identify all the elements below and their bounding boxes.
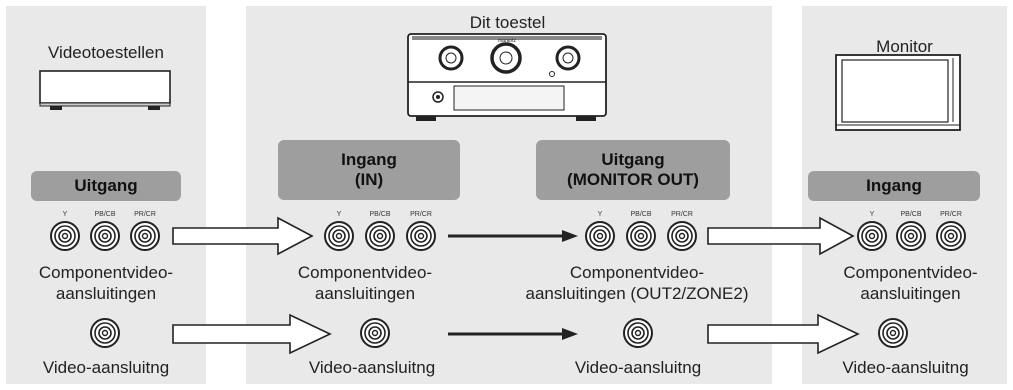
jack (585, 221, 615, 251)
receiver-in-component-jacks (324, 221, 436, 251)
jack (667, 221, 697, 251)
jack (324, 221, 354, 251)
monitor-component-label: Componentvideo- aansluitingen (843, 263, 978, 303)
jack (896, 221, 926, 251)
monitor-input-header: Ingang (808, 171, 980, 201)
component-arrow-source-to-receiver (172, 216, 314, 256)
source-component-label: Componentvideo- aansluitingen (38, 263, 174, 303)
video-arrow-source-to-receiver (172, 313, 332, 355)
jack (626, 221, 656, 251)
internal-component-signal-arrow (448, 230, 578, 242)
source-device-icon (39, 70, 171, 110)
monitor-video-jack (878, 318, 908, 348)
jack (936, 221, 966, 251)
receiver-device-label: Dit toestel (469, 13, 546, 32)
source-output-header: Uitgang (31, 171, 181, 201)
receiver-out-component-jacks (585, 221, 697, 251)
jack (50, 221, 80, 251)
receiver-input-header: Ingang (IN) (278, 140, 460, 200)
jack (857, 221, 887, 251)
component-arrow-receiver-to-monitor (707, 216, 855, 256)
jack-tag-pb: PB/CB (369, 211, 391, 218)
jack (406, 221, 436, 251)
receiver-out-video-jack (623, 318, 653, 348)
jack-tag-pr: PR/CR (671, 211, 693, 218)
monitor-device-icon (835, 54, 961, 131)
monitor-device-label: Monitor (876, 37, 933, 56)
jack-tag-pr: PR/CR (134, 211, 156, 218)
receiver-in-video-jack (360, 318, 390, 348)
jack-tag-pb: PB/CB (94, 211, 116, 218)
jack-tag-y: Y (336, 211, 342, 218)
jack (130, 221, 160, 251)
receiver-in-component-label: Componentvideo- aansluitingen (297, 263, 433, 303)
jack-tag-pb: PB/CB (900, 211, 922, 218)
jack (365, 221, 395, 251)
receiver-output-header: Uitgang (MONITOR OUT) (536, 140, 730, 200)
source-component-jacks (50, 221, 160, 251)
receiver-out-video-label: Video-aansluitng (574, 358, 702, 377)
video-arrow-receiver-to-monitor (707, 313, 860, 355)
receiver-device-icon (407, 33, 607, 121)
monitor-video-label: Video-aansluitng (842, 358, 969, 377)
source-device-label: Videotoestellen (48, 43, 164, 62)
jack-tag-y: Y (869, 211, 875, 218)
monitor-component-jacks (857, 221, 966, 251)
brand-logo: marantz (498, 38, 517, 44)
jack (90, 221, 120, 251)
jack-tag-pr: PR/CR (940, 211, 962, 218)
jack-tag-y: Y (597, 211, 603, 218)
jack-tag-y: Y (62, 211, 68, 218)
receiver-in-video-label: Video-aansluitng (308, 358, 436, 377)
receiver-out-component-label: Componentvideo- aansluitingen (OUT2/ZONE… (525, 263, 749, 303)
jack-tag-pb: PB/CB (630, 211, 652, 218)
internal-video-signal-arrow (448, 328, 578, 340)
jack-tag-pr: PR/CR (410, 211, 432, 218)
source-video-jack (90, 318, 120, 348)
source-video-label: Video-aansluitng (42, 358, 170, 377)
